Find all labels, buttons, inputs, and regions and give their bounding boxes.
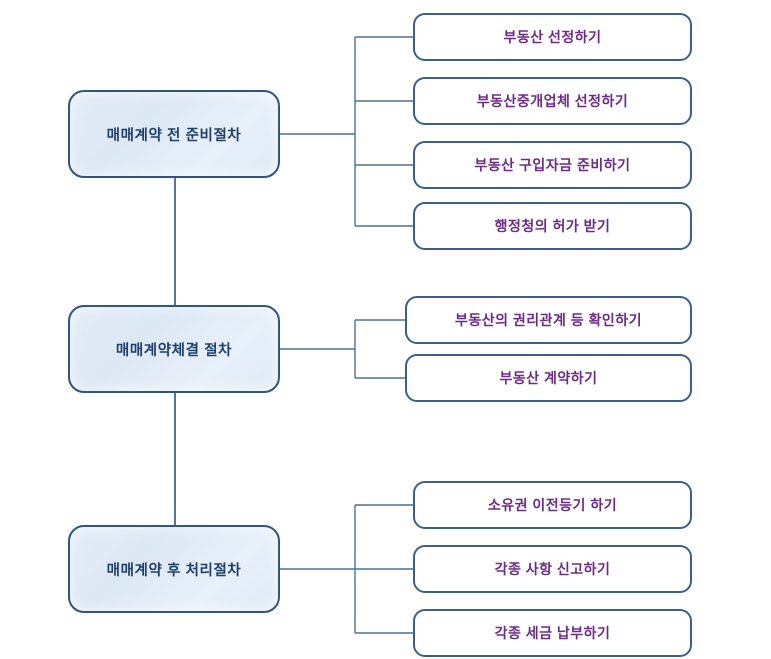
stage-pre-contract[interactable]: 매매계약 전 준비절차 xyxy=(68,90,280,178)
stage-label: 매매계약체결 절차 xyxy=(115,342,233,359)
task-label: 소유권 이전등기 하기 xyxy=(487,497,618,513)
task-prepare-funds[interactable]: 부동산 구입자금 준비하기 xyxy=(413,141,692,189)
task-pay-taxes[interactable]: 각종 세금 납부하기 xyxy=(413,609,692,657)
task-select-property[interactable]: 부동산 선정하기 xyxy=(413,13,692,61)
task-report-matters[interactable]: 각종 사항 신고하기 xyxy=(413,545,692,593)
task-label: 각종 사항 신고하기 xyxy=(494,561,611,577)
task-verify-rights[interactable]: 부동산의 권리관계 등 확인하기 xyxy=(405,296,692,344)
task-ownership-transfer[interactable]: 소유권 이전등기 하기 xyxy=(413,481,692,529)
stage-contract[interactable]: 매매계약체결 절차 xyxy=(68,305,280,393)
task-label: 부동산 계약하기 xyxy=(499,370,598,386)
task-select-agency[interactable]: 부동산중개업체 선정하기 xyxy=(413,77,692,125)
stage-label: 매매계약 후 처리절차 xyxy=(106,562,242,579)
task-label: 부동산중개업체 선정하기 xyxy=(476,93,629,109)
stage-post-contract[interactable]: 매매계약 후 처리절차 xyxy=(68,525,280,613)
task-label: 부동산의 권리관계 등 확인하기 xyxy=(454,312,643,328)
stage-label: 매매계약 전 준비절차 xyxy=(106,127,242,144)
task-admin-permission[interactable]: 행정청의 허가 받기 xyxy=(413,202,692,250)
task-label: 부동산 선정하기 xyxy=(503,29,602,45)
task-label: 부동산 구입자금 준비하기 xyxy=(474,157,631,173)
task-sign-contract[interactable]: 부동산 계약하기 xyxy=(405,354,692,402)
task-label: 각종 세금 납부하기 xyxy=(494,625,611,641)
task-label: 행정청의 허가 받기 xyxy=(494,218,611,234)
